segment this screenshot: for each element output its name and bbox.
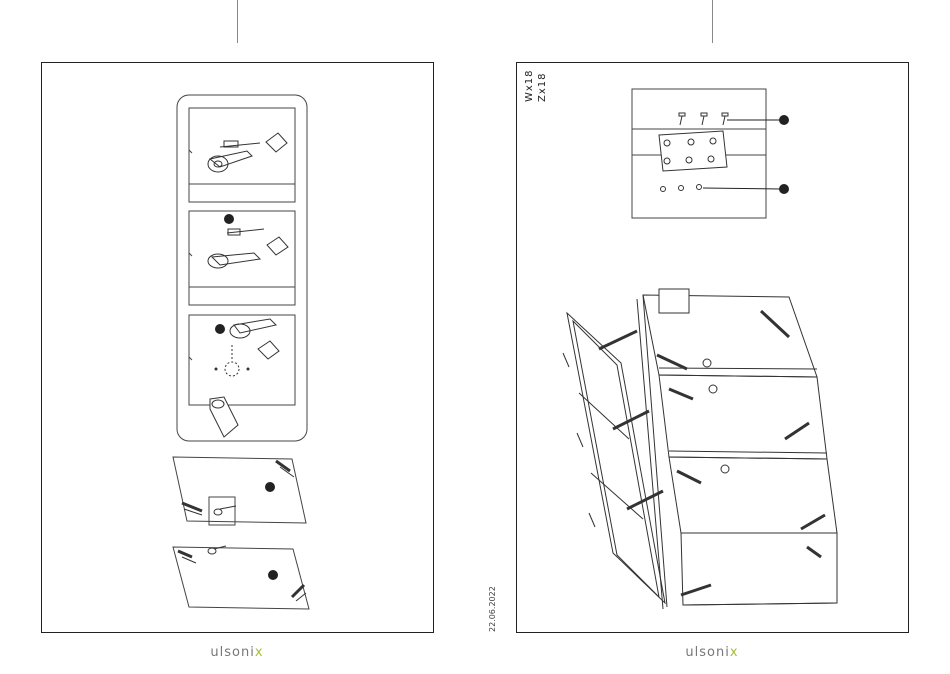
cabinet-assembly-diagram — [517, 63, 908, 632]
door-panel-1 — [173, 457, 306, 525]
part-code-z: Zx18 — [537, 73, 548, 103]
fold-mark-left — [237, 0, 238, 43]
left-page — [41, 62, 434, 633]
print-date: 22.06.2022 — [488, 586, 497, 632]
brand-logo-left: ulsonix — [177, 645, 297, 660]
lock-steps-frame — [177, 95, 307, 441]
open-door — [563, 313, 665, 603]
door-panel-2 — [173, 546, 309, 609]
cabinet-frame — [637, 289, 837, 609]
lock-cam — [210, 397, 238, 437]
brand-logo-right: ulsonix — [652, 645, 772, 660]
lock-step-2 — [189, 211, 295, 305]
part-code-w: Wx18 — [524, 69, 535, 102]
hinge-detail — [632, 89, 789, 218]
fold-mark-right — [712, 0, 713, 43]
lock-step-1 — [189, 108, 295, 202]
lock-assembly-diagram — [42, 63, 433, 632]
right-page — [516, 62, 909, 633]
lock-step-3 — [189, 315, 295, 405]
